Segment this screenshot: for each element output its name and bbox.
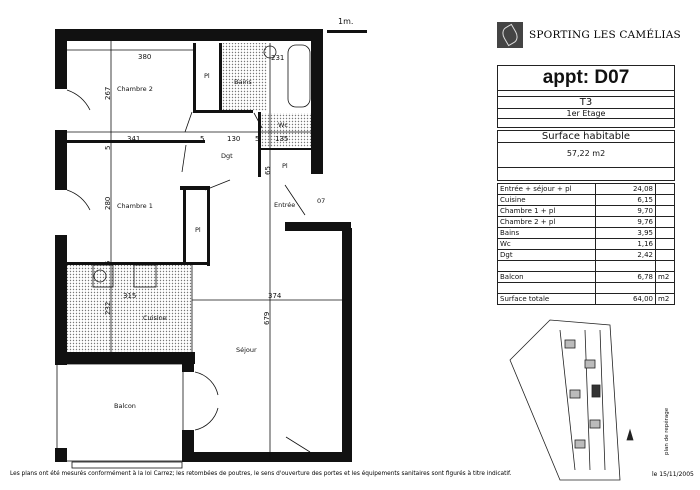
area-room: Entrée + séjour + pl xyxy=(497,183,596,195)
room-cuisine: Cuisine xyxy=(143,314,167,322)
dim-5d: 5 xyxy=(104,261,112,265)
dim-232: 232 xyxy=(104,302,112,315)
area-value: 1,16 xyxy=(595,238,656,250)
dim-280: 280 xyxy=(104,197,112,210)
cuisine-floor xyxy=(67,265,192,352)
area-unit: m2 xyxy=(655,293,675,305)
area-value: 2,42 xyxy=(595,249,656,261)
brand-logo-icon xyxy=(497,22,523,48)
door-number: 07 xyxy=(317,197,325,205)
dim-679: 679 xyxy=(263,312,271,325)
divider xyxy=(497,119,675,128)
room-chambre-2: Chambre 2 xyxy=(117,85,153,93)
brand-header: SPORTING LES CAMÉLIAS xyxy=(497,20,681,50)
appt-floor: 1er Etage xyxy=(497,109,675,119)
area-value: 9,70 xyxy=(595,205,656,217)
dim-5c: 5 xyxy=(104,146,112,150)
room-pl-3: Pl xyxy=(195,226,201,234)
area-value: 3,95 xyxy=(595,227,656,239)
disclaimer: Les plans ont été mesurés conformément à… xyxy=(10,471,512,477)
room-pl-1: Pl xyxy=(204,72,210,80)
thin-lines xyxy=(56,41,345,469)
dim-231: 231 xyxy=(271,54,284,62)
wc-floor xyxy=(260,113,313,147)
area-value: 64,00 xyxy=(595,293,656,305)
area-room: Cuisine xyxy=(497,194,596,206)
area-room: Wc xyxy=(497,238,596,250)
area-room: Surface totale xyxy=(497,293,596,305)
dim-341: 341 xyxy=(127,135,140,143)
area-value: 6,78 xyxy=(595,271,656,283)
area-unit: m2 xyxy=(655,271,675,283)
dim-5b: 5 xyxy=(255,135,259,143)
area-value: 24,08 xyxy=(595,183,656,195)
room-pl-2: Pl xyxy=(282,162,288,170)
area-value: 6,15 xyxy=(595,194,656,206)
room-entree: Entrée xyxy=(274,201,295,209)
area-value: 9,76 xyxy=(595,216,656,228)
dim-315: 315 xyxy=(123,292,136,300)
dim-374: 374 xyxy=(268,292,282,300)
dim-380: 380 xyxy=(138,53,151,61)
walls xyxy=(55,29,352,462)
locator-map xyxy=(509,319,634,481)
appt-title: appt: D07 xyxy=(497,65,675,91)
dim-5a: 5 xyxy=(200,135,204,143)
area-room: Chambre 1 + pl xyxy=(497,205,596,217)
area-room: Bains xyxy=(497,227,596,239)
bains-floor xyxy=(222,43,267,111)
plan-date: le 15/11/2005 xyxy=(652,471,694,478)
divider xyxy=(497,91,675,97)
info-panel: appt: D07 T3 1er Etage Surface habitable… xyxy=(497,65,675,305)
appt-type: T3 xyxy=(497,97,675,109)
dim-65: 65 xyxy=(264,166,272,175)
room-bains: Bains xyxy=(234,78,252,86)
dim-267: 267 xyxy=(104,87,112,100)
surface-value: 57,22 m2 xyxy=(497,143,675,168)
room-chambre-1: Chambre 1 xyxy=(117,202,153,210)
scale-label: 1m. xyxy=(338,17,353,26)
room-wc: Wc xyxy=(278,121,288,129)
area-room: Chambre 2 + pl xyxy=(497,216,596,228)
room-balcon: Balcon xyxy=(114,402,136,410)
room-dgt: Dgt xyxy=(221,152,233,160)
scale-bar xyxy=(327,30,367,33)
area-room: Balcon xyxy=(497,271,596,283)
area-room: Dgt xyxy=(497,249,596,261)
divider xyxy=(497,168,675,181)
brand-name: SPORTING LES CAMÉLIAS xyxy=(529,29,681,41)
surface-label: Surface habitable xyxy=(497,130,675,143)
locator-label: plan de repérage xyxy=(663,407,670,455)
dim-130: 130 xyxy=(227,135,240,143)
dim-135: 135 xyxy=(275,135,288,143)
room-sejour: Séjour xyxy=(236,346,257,354)
